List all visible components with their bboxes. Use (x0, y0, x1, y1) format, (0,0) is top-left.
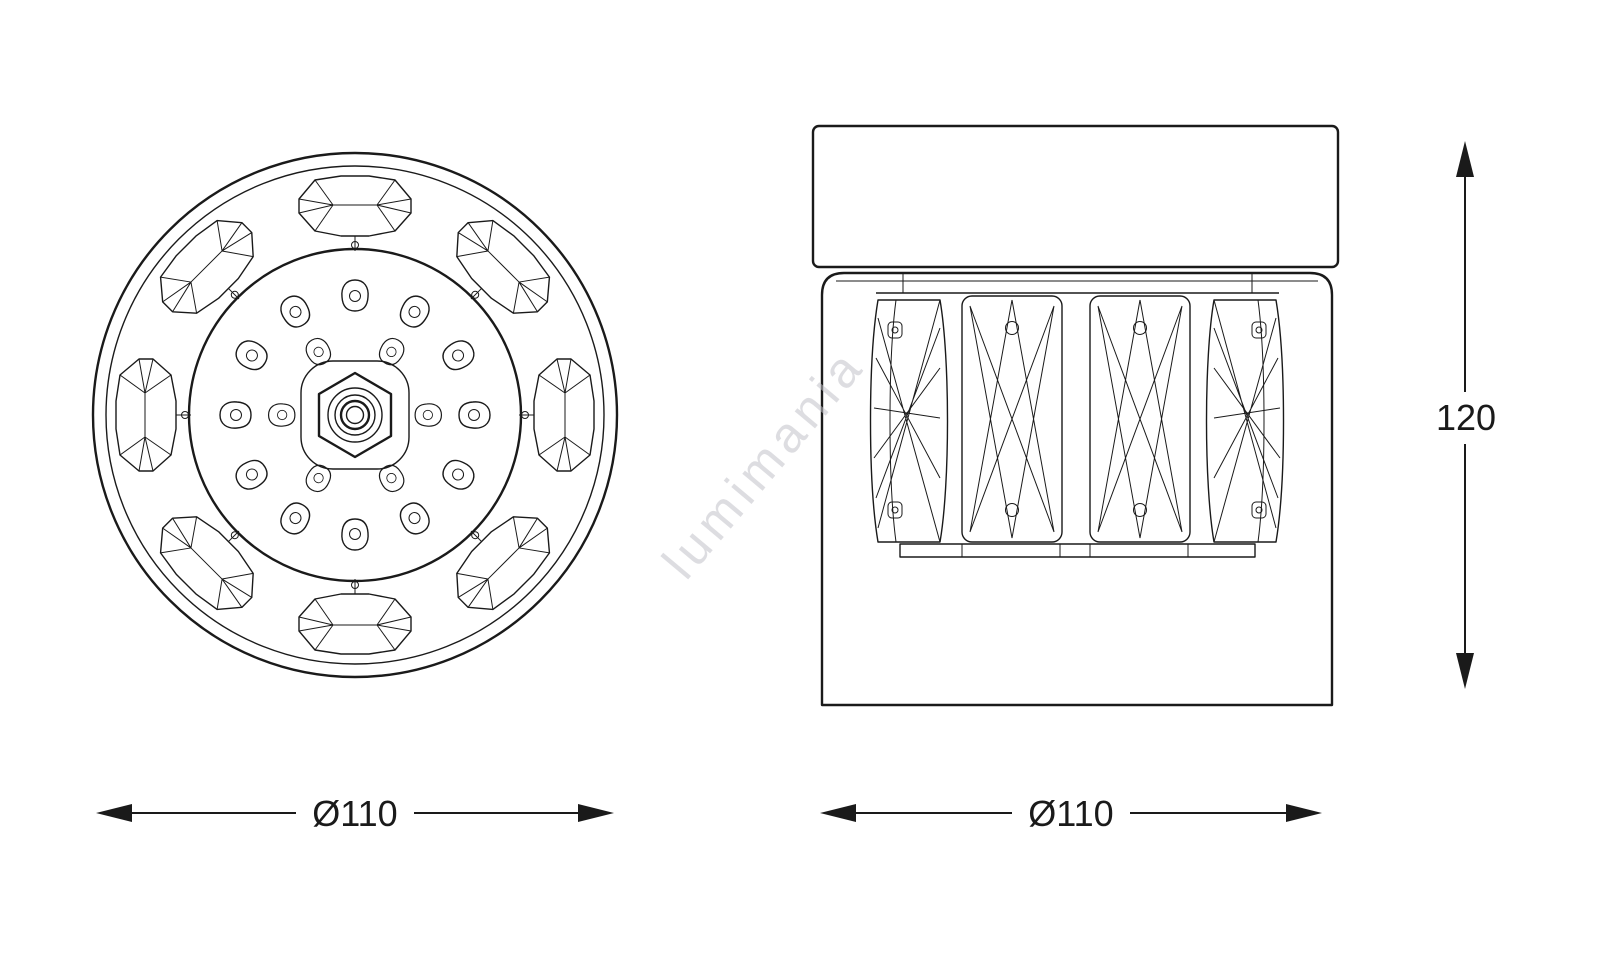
arrow-down-icon (1456, 653, 1474, 689)
socket-plate (300, 360, 410, 470)
arrow-right-icon (1286, 804, 1322, 822)
bead (414, 403, 443, 427)
bead (230, 454, 273, 495)
bead (301, 460, 336, 497)
bead (230, 335, 273, 376)
top-view (91, 151, 619, 679)
crystal-panels (869, 295, 1285, 543)
fixture-body (820, 271, 1334, 707)
crystal-gem (115, 358, 192, 472)
crystal-gem (145, 205, 280, 340)
bead (458, 401, 491, 429)
crystal-gem (430, 205, 565, 340)
crystal-panel-side (869, 299, 949, 543)
arrow-left-icon (96, 804, 132, 822)
crystal-gem (430, 490, 565, 625)
crystal-panel-front (1089, 295, 1191, 543)
bead (341, 279, 369, 312)
dimension-label-height: 120 (1436, 397, 1496, 438)
outer-rim-circle (91, 151, 619, 679)
hex-nut (317, 371, 393, 459)
crystal-panel-front (961, 295, 1063, 543)
dimension-side-view-height: 120 (1436, 141, 1496, 689)
dimension-side-view-width: Ø110 (820, 793, 1322, 834)
bead (219, 401, 252, 429)
crystal-gem (145, 490, 280, 625)
bead (301, 333, 336, 370)
arrow-right-icon (578, 804, 614, 822)
bottom-band (899, 543, 1256, 558)
crystal-gem-ring (115, 175, 595, 655)
bead (437, 454, 480, 495)
bead (394, 290, 435, 333)
crystal-gem (298, 578, 412, 655)
bead (437, 335, 480, 376)
dimension-label-side-width: Ø110 (1028, 793, 1113, 834)
socket-circle (327, 387, 383, 443)
crystal-panel-side (1205, 299, 1285, 543)
bead (374, 333, 409, 370)
socket-circle (345, 405, 365, 425)
arrow-up-icon (1456, 141, 1474, 177)
arrow-left-icon (820, 804, 856, 822)
side-view (811, 124, 1340, 707)
bead (275, 497, 316, 540)
crystal-gem (298, 175, 412, 252)
bead (267, 403, 296, 427)
socket-circle (334, 394, 376, 436)
crystal-hanger (876, 273, 1279, 294)
watermark-text: lumimania (652, 337, 876, 589)
crystal-gem (518, 358, 595, 472)
bead-inner-ring (267, 333, 443, 497)
ceiling-canopy (811, 124, 1340, 269)
bead-outer-ring (219, 279, 491, 551)
dimension-label-top-width: Ø110 (312, 793, 397, 834)
center-socket (300, 360, 410, 470)
inner-rim-circle (105, 165, 605, 665)
bead (341, 518, 369, 551)
bead (394, 497, 435, 540)
bead (275, 290, 316, 333)
bead (374, 460, 409, 497)
dimension-top-view-width: Ø110 (96, 793, 614, 834)
socket-circle (339, 399, 371, 431)
